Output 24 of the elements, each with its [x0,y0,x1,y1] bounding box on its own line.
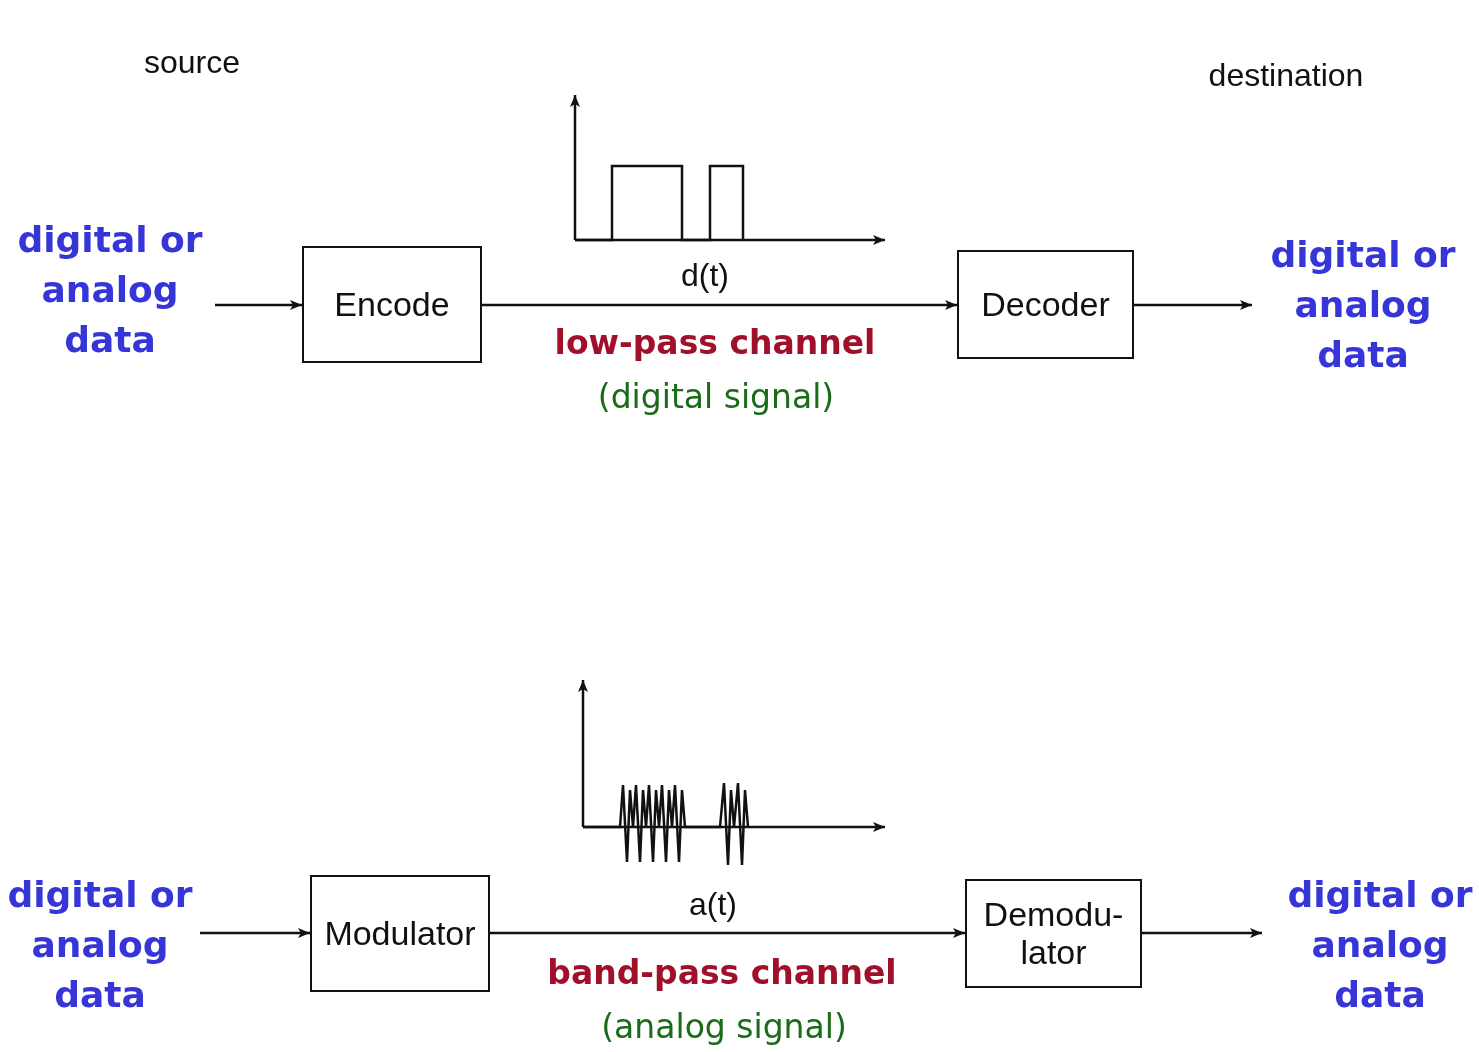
destination-label: destination [1208,56,1364,94]
source-label: source [144,43,240,81]
data-label: digital or analog data [16,218,204,362]
arrow [490,928,965,938]
arrow [200,928,310,938]
arrow [1134,300,1252,310]
data-label: digital or analog data [1269,233,1457,377]
process-box [302,246,482,363]
arrow [482,300,957,310]
data-label: digital or analog data [6,873,194,1017]
process-box [965,879,1142,988]
signal-type-label: (digital signal) [597,376,835,416]
box-label: Modulator [324,914,476,953]
signal-type-label: (analog signal) [601,1006,847,1046]
box-label: Demodu- lator [982,896,1125,971]
arrow [1142,928,1262,938]
data-label: digital or analog data [1286,873,1474,1017]
box-label: Encode [334,285,450,324]
channel-label: low-pass channel [554,322,876,362]
channel-label: band-pass channel [547,952,897,992]
arrow [215,300,302,310]
box-label: Decoder [981,285,1110,324]
process-box [957,250,1134,359]
process-box [310,875,490,992]
